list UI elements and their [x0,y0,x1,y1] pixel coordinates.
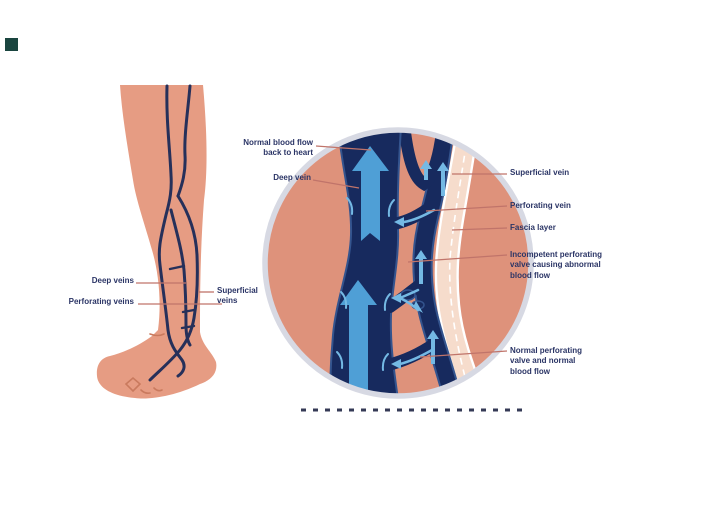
fascia-band [434,132,488,394]
blood-flow-up-arrow [340,280,377,394]
mid-shin-vein [169,208,192,347]
leg-veins [148,84,199,382]
shin-vein [148,194,199,382]
leg-illustration [96,84,217,399]
fascia-texture-line [448,132,471,394]
great-saphenous-vein [157,84,186,378]
toe-creases [124,333,165,394]
label-incompetent-valve: Incompetent perforating valve causing ab… [510,250,603,280]
label-perforating-vein: Perforating vein [510,201,571,210]
leader-normal-blood-flow [315,145,372,151]
superficial-flow-arrows [415,160,449,364]
leg-skin [96,85,217,399]
top-vein-branch [398,132,449,192]
leader-perforating-vein [425,205,508,212]
leader-normal-valve [419,350,508,358]
perforator-arrowheads [391,217,423,369]
label-fascia-layer: Fascia layer [510,223,556,232]
label-superficial-veins: Superficial veins [217,286,258,306]
label-perforating-veins: Perforating veins [68,297,134,306]
label-deep-vein: Deep vein [273,173,311,182]
label-deep-veins: Deep veins [91,276,134,285]
posterior-vein [176,84,192,198]
label-superficial-vein: Superficial vein [510,168,570,177]
leg-perforator-ticks [168,264,196,330]
label-normal-blood-flow: Normal blood flow back to heart [243,138,313,158]
leader-fascia-layer [451,227,508,231]
label-normal-valve: Normal perforating valve and normal bloo… [510,346,583,376]
leader-deep-vein [312,179,360,189]
leader-incompetent-valve [407,254,508,263]
magnifier-content [267,132,529,394]
corner-mark [5,38,18,51]
blood-flow-up-arrow [352,146,389,241]
valve-cusps [336,197,395,371]
leader-lines [136,145,508,358]
magnifier-ring [262,127,534,399]
